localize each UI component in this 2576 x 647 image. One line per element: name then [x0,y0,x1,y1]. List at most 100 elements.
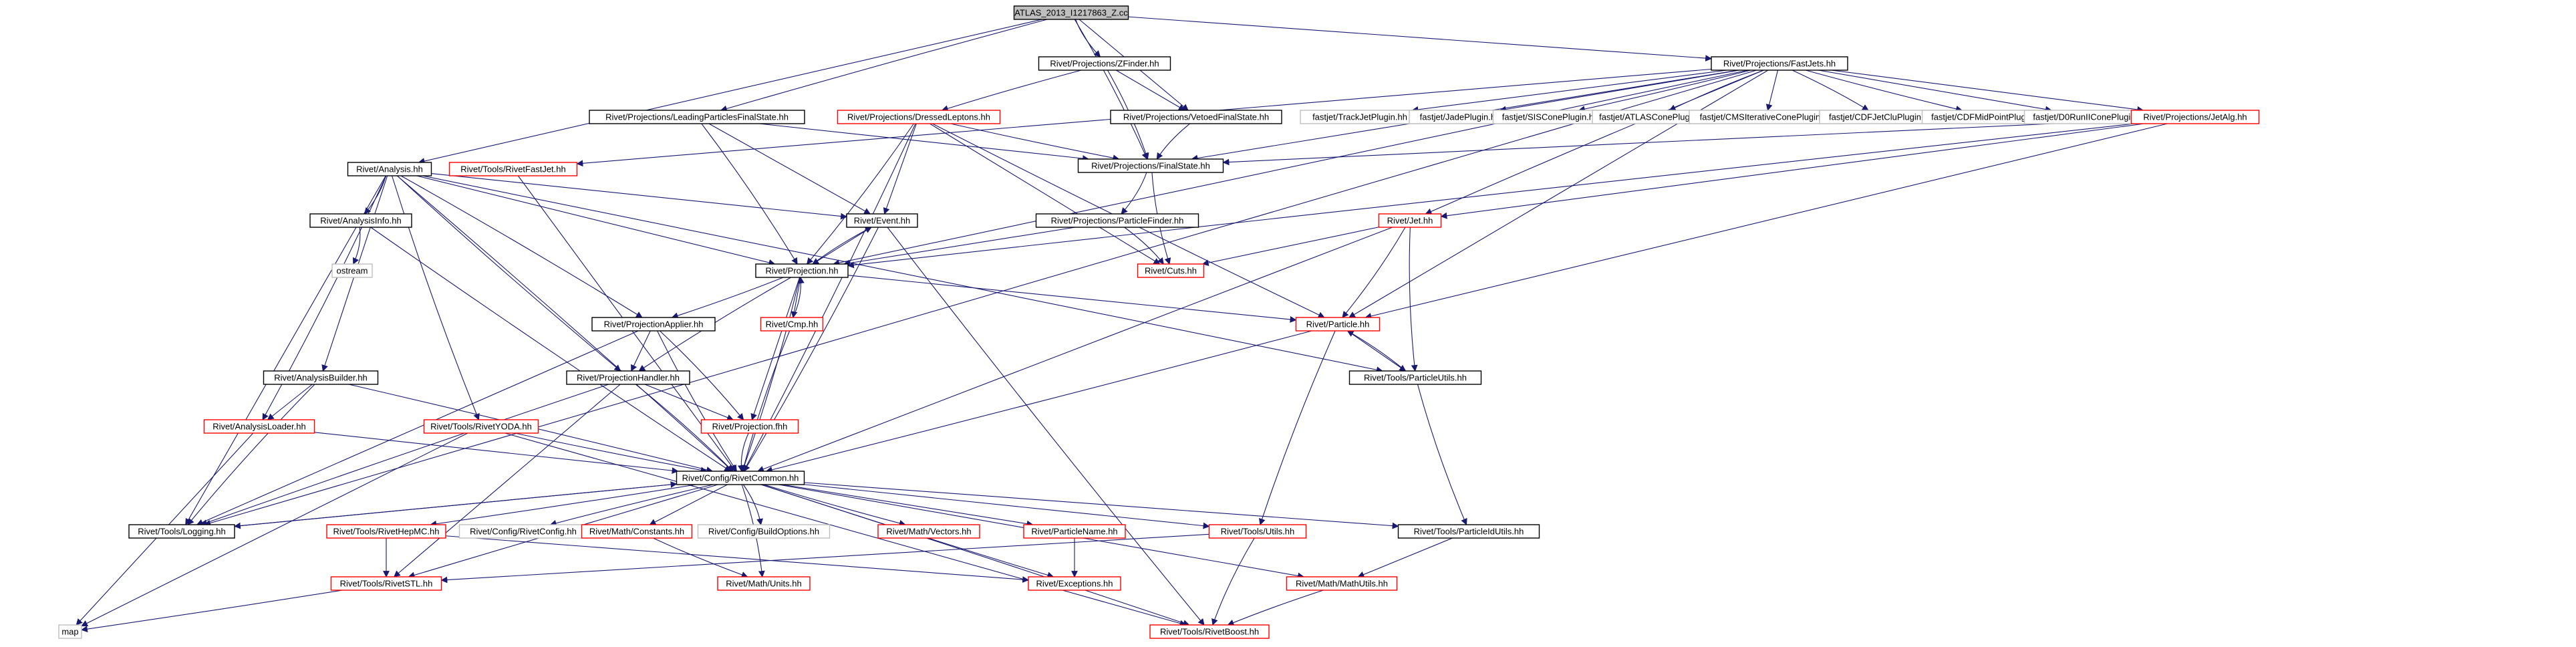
node-label: Rivet/Tools/ParticleUtils.hh [1364,373,1467,383]
graph-node[interactable]: Rivet/Tools/RivetBoost.hh [1149,624,1270,639]
edge-n28-n35 [187,384,315,525]
node-label: Rivet/Projections/JetAlg.hh [2143,112,2247,122]
graph-node[interactable]: Rivet/Event.hh [846,213,918,228]
edge-n26-n23 [793,277,805,318]
graph-node[interactable]: Rivet/Exceptions.hh [1028,576,1121,591]
graph-node: fastjet/ATLASConePlugin.hh [1592,110,1716,124]
graph-node[interactable]: Rivet/Particle.hh [1295,317,1381,332]
node-label: Rivet/AnalysisBuilder.hh [274,373,367,383]
graph-node: map [58,624,82,639]
node-label: Rivet/Event.hh [854,216,911,226]
edge-n29-n44 [393,384,621,577]
graph-node[interactable]: Rivet/Tools/RivetYODA.hh [423,419,539,434]
edge-n42-n49 [1211,537,1255,626]
graph-node[interactable]: Rivet/Tools/Logging.hh [128,524,235,539]
node-box [755,263,849,278]
graph-node: fastjet/SISConePlugin.hh [1492,110,1608,124]
node-label: Rivet/Config/BuildOptions.hh [708,527,819,537]
node-box [448,162,578,176]
graph-node[interactable]: Rivet/Projections/JetAlg.hh [2130,110,2260,124]
graph-node[interactable]: Rivet/Cmp.hh [760,317,824,332]
graph-node[interactable]: Rivet/Projection.hh [755,263,849,278]
edge-n20-n49 [887,227,1205,626]
graph-node[interactable]: Rivet/Tools/RivetSTL.hh [330,576,442,591]
graph-node[interactable]: Rivet/Config/RivetCommon.hh [676,471,805,485]
edge-n34-n40 [764,484,906,527]
graph-node[interactable]: Rivet/Projections/ParticleFinder.hh [1035,213,1199,228]
edge-n0-n2 [1128,16,1712,61]
edge-n4-n24 [929,123,1161,265]
graph-node[interactable]: Rivet/ProjectionHandler.hh [566,370,690,385]
edge-n1-n4 [941,70,1082,112]
edge-n15-n35 [185,175,386,525]
graph-node[interactable]: Rivet/Tools/Utils.hh [1208,524,1307,539]
graph-node[interactable]: Rivet/Tools/ParticleUtils.hh [1348,370,1482,385]
node-box [1286,576,1398,591]
edge-n0-n15 [418,19,1042,164]
edge-n4-n34 [743,123,916,472]
graph-node[interactable]: Rivet/Tools/ParticleIdUtils.hh [1397,524,1540,539]
graph-node[interactable]: Rivet/Math/MathUtils.hh [1286,576,1398,591]
edge-n17-n21 [1121,172,1147,215]
graph-node: fastjet/CDFJetCluPlugin.hh [1819,110,1943,124]
graph-node[interactable]: Rivet/Tools/RivetHepMC.hh [326,524,446,539]
node-label: Rivet/Tools/RivetHepMC.hh [333,527,440,537]
graph-node: fastjet/TrackJetPlugin.hh [1300,110,1420,124]
edge-n19-n34 [370,227,732,472]
graph-node[interactable]: Rivet/AnalysisLoader.hh [203,419,315,434]
node-box [697,524,831,539]
graph-node: Rivet/Config/RivetConfig.hh [458,524,588,539]
graph-node[interactable]: Rivet/ProjectionApplier.hh [591,317,716,332]
edge-n47-n49 [1227,590,1324,626]
node-label: Rivet/Tools/Utils.hh [1221,527,1295,537]
graph-node[interactable]: Rivet/Projections/VetoedFinalState.hh [1110,110,1282,124]
node-label: fastjet/CDFMidPointPlugin.hh [1931,112,2045,122]
node-box [1028,576,1121,591]
node-label: Rivet/ProjectionApplier.hh [604,319,704,330]
edge-n5-n17 [1156,123,1191,160]
node-box [591,317,716,332]
graph-node[interactable]: Rivet/Tools/RivetFastJet.hh [448,162,578,176]
graph-node[interactable]: Rivet/Math/Units.hh [717,576,811,591]
edge-n23-n34 [741,277,801,472]
edge-n25-n34 [657,330,737,472]
edge-n2-n13 [1818,70,2052,113]
graph-node[interactable]: Rivet/Cuts.hh [1137,263,1205,278]
graph-node[interactable]: Rivet/AnalysisBuilder.hh [263,370,379,385]
edge-n23-n20 [812,227,872,265]
graph-node: fastjet/CMSIterativeConePlugin.hh [1689,110,1844,124]
graph-node[interactable]: Rivet/Projections/LeadingParticlesFinalS… [589,110,805,124]
node-box [846,213,918,228]
edge-n38-n45 [653,537,748,578]
edge-n2-n23 [833,70,1748,267]
node-label: fastjet/D0RunIIConePlugin.hh [2033,112,2147,122]
edge-n43-n47 [1357,537,1453,578]
node-box [589,110,805,124]
graph-node[interactable]: Rivet/Jet.hh [1378,213,1442,228]
graph-node[interactable]: Rivet/Projections/DressedLeptons.hh [837,110,1001,124]
node-label: Rivet/Projections/VetoedFinalState.hh [1123,112,1269,122]
graph-node[interactable]: Rivet/Math/Constants.hh [581,524,693,539]
node-label: Rivet/Projections/ZFinder.hh [1050,59,1159,69]
node-box [347,162,432,176]
node-box [1077,158,1224,173]
graph-node[interactable]: Rivet/Math/Vectors.hh [877,524,980,539]
edge-n14-n18 [1440,123,2145,219]
graph-node[interactable]: Rivet/Projection.fhh [700,419,799,434]
graph-node[interactable]: Rivet/Projections/FinalState.hh [1077,158,1224,173]
edge-n34-n39 [742,484,764,525]
graph-node[interactable]: Rivet/Projections/ZFinder.hh [1038,56,1171,71]
graph-node[interactable]: ATLAS_2013_I1217863_Z.cc [1013,5,1129,20]
edge-n14-n17 [1222,119,2132,166]
node-label: Rivet/AnalysisLoader.hh [212,422,305,432]
graph-node[interactable]: Rivet/Projections/FastJets.hh [1711,56,1848,71]
graph-node[interactable]: Rivet/Analysis.hh [347,162,432,176]
node-label: map [61,627,78,637]
edge-n31-n34 [314,432,679,474]
node-label: Rivet/Tools/RivetFastJet.hh [460,164,566,174]
graph-node[interactable]: Rivet/AnalysisInfo.hh [309,213,412,228]
graph-node[interactable]: Rivet/ParticleName.hh [1023,524,1126,539]
node-box [423,419,539,434]
node-box [717,576,811,591]
edge-n42-n44 [440,533,1209,584]
